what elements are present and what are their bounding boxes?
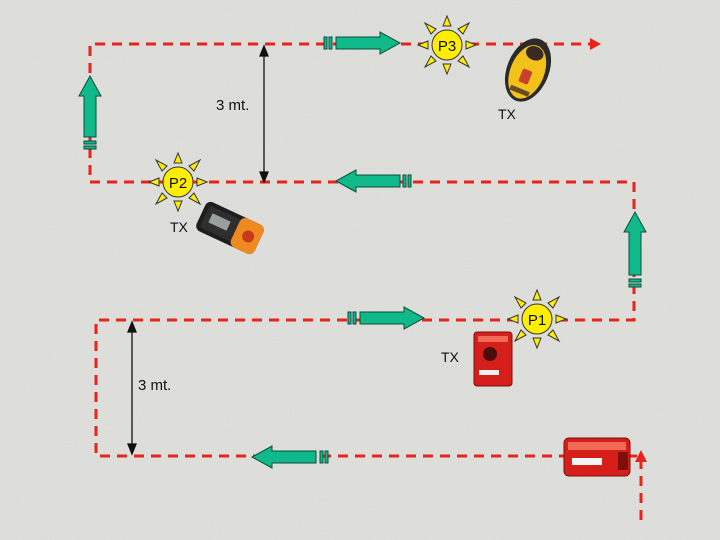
transmitter-device-icon [196, 201, 264, 255]
receiver-device-icon [563, 437, 631, 477]
direction-arrow-icon [323, 31, 402, 55]
tx-label-p2: TX [170, 219, 189, 235]
sun-icon [416, 14, 478, 76]
distance-marker-lower [127, 320, 137, 456]
path-arrowhead-end [590, 38, 601, 50]
path-arrowhead-start [635, 450, 647, 462]
distance-label-lower: 3 mt. [138, 377, 171, 394]
direction-arrow-icon [623, 210, 647, 288]
sun-icon [147, 151, 209, 213]
direction-arrow-icon [78, 74, 102, 150]
distance-label-upper: 3 mt. [216, 97, 249, 114]
point-label-p3: P3 [438, 38, 456, 55]
sun-icon [506, 288, 568, 350]
direction-arrow-icon [347, 306, 426, 330]
transmitter-device-icon [473, 331, 513, 387]
direction-arrow-icon [334, 169, 412, 193]
direction-arrow-icon [250, 445, 329, 469]
transmitter-device-icon [504, 38, 552, 102]
distance-marker-upper [259, 44, 269, 184]
tx-label-p3: TX [498, 106, 517, 122]
tx-label-p1: TX [441, 349, 460, 365]
point-label-p1: P1 [528, 312, 546, 329]
point-label-p2: P2 [169, 175, 187, 192]
